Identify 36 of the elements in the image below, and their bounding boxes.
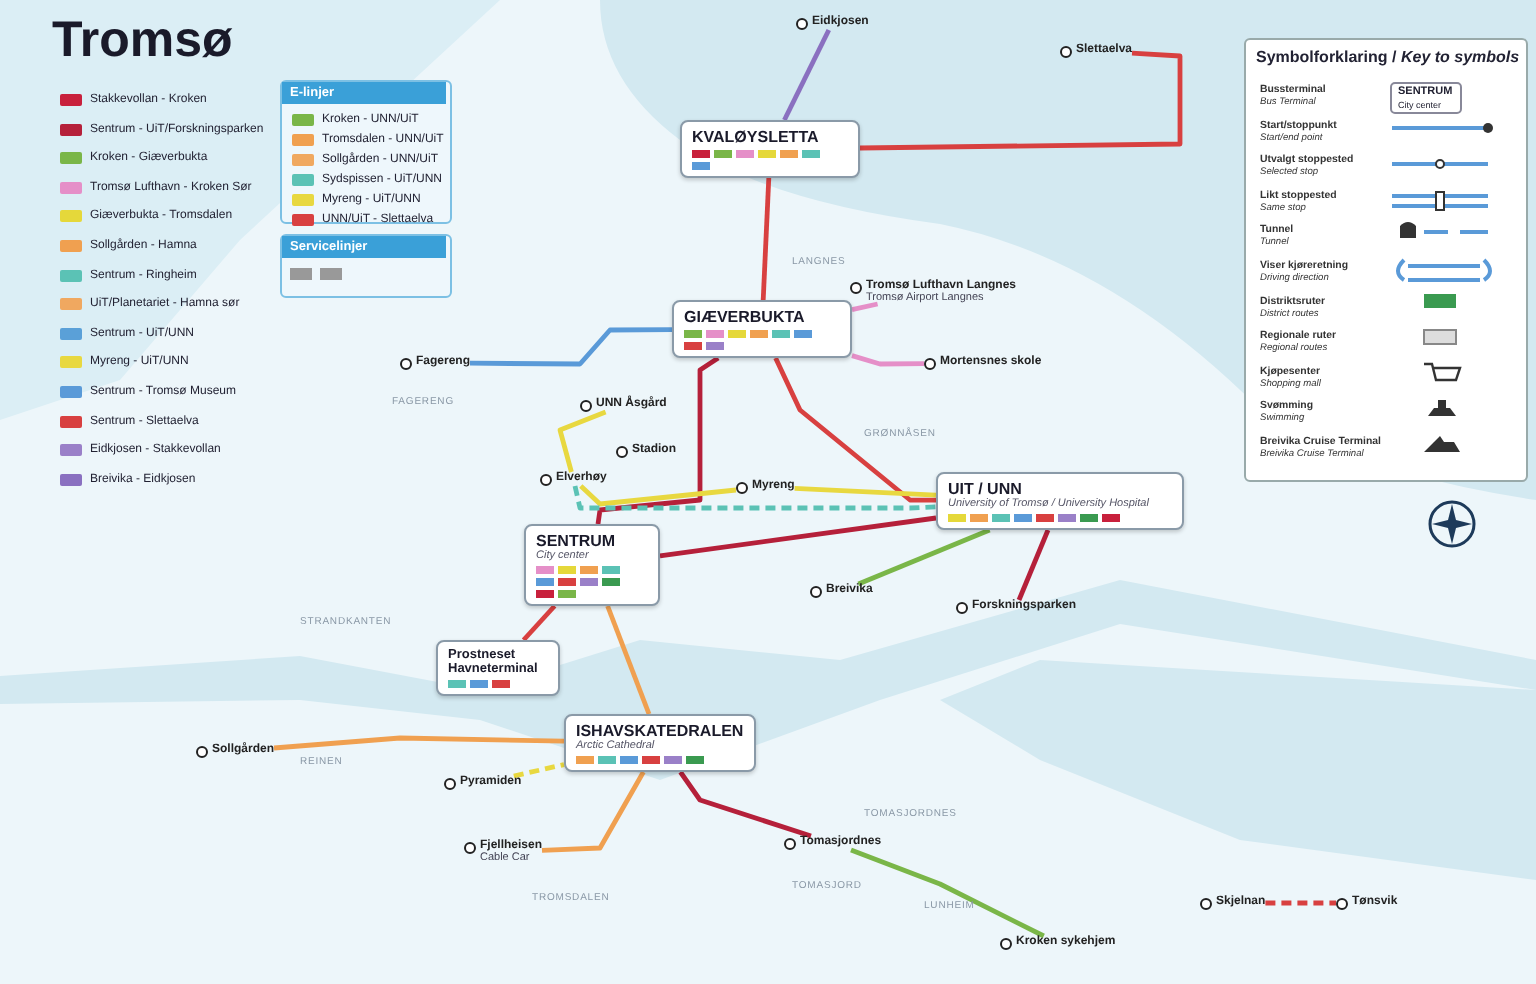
bus-route-line (470, 327, 672, 367)
bus-route-line (521, 604, 557, 642)
key-title: Symbolforklaring / Key to symbols (1256, 48, 1520, 66)
bus-route-line (572, 485, 937, 511)
terminal-name: UIT / UNN (948, 480, 1024, 498)
bus-route-line (595, 356, 720, 525)
bus-route-line (678, 770, 812, 839)
terminal-name: GIÆVERBUKTA (684, 308, 807, 326)
bus-route-line (579, 484, 737, 507)
bus-route-line (850, 847, 1045, 939)
bus-route-line (541, 770, 646, 853)
bus-terminal-box (524, 524, 660, 606)
bus-terminal-box (936, 472, 1184, 530)
terminal-name: SENTRUM (536, 532, 618, 550)
bus-route-line (851, 353, 925, 367)
bus-route-line (851, 301, 879, 312)
bus-terminal-box (564, 714, 756, 772)
bus-terminal-box (680, 120, 860, 178)
terminal-name: ISHAVSKATEDRALEN (576, 722, 744, 740)
bus-route-line (513, 762, 565, 779)
bus-route-line (273, 735, 565, 751)
bus-route-line (1265, 900, 1336, 906)
bus-route-line (794, 486, 937, 498)
bus-route-line (659, 515, 937, 559)
bus-route-line (782, 28, 831, 122)
bus-route-line (1016, 529, 1051, 601)
bus-route-line (557, 409, 607, 473)
terminal-name: KVALØYSLETTA (692, 128, 821, 146)
bus-terminal-box (672, 300, 852, 358)
bus-route-line (857, 527, 991, 587)
bus-terminal-box (436, 640, 560, 696)
bus-route-line (859, 50, 1183, 151)
bus-route-line (773, 357, 936, 503)
bus-route-line (605, 605, 652, 715)
map-title: Tromsø (52, 12, 233, 70)
bus-route-line (760, 177, 772, 301)
